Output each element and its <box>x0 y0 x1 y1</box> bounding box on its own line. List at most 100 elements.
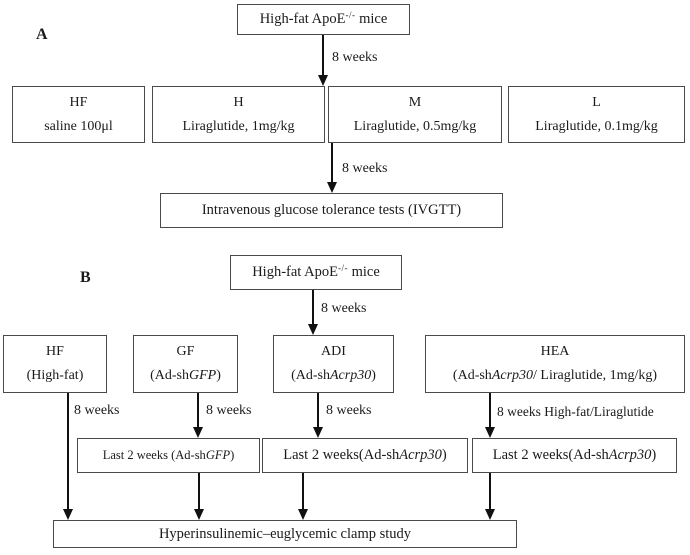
group-code: H <box>233 95 244 110</box>
text-part: (Ad-sh <box>150 368 189 384</box>
panel-b-outcome-box: Hyperinsulinemic–euglycemic clamp study <box>53 520 517 548</box>
group-treatment: saline 100μl <box>44 118 113 134</box>
duration-label-adi: 8 weeks <box>326 403 372 418</box>
duration-label-a2: 8 weeks <box>342 161 388 176</box>
panel-b-top-box: High-fat ApoE-/- mice <box>230 255 402 290</box>
arrow-head <box>318 75 328 86</box>
arrow-down-hea-branch <box>484 393 496 438</box>
group-box-gf: GF (Ad-shGFP) <box>133 335 238 393</box>
arrow-head <box>313 427 323 438</box>
text-part: Last 2 weeks(Ad-sh <box>492 447 609 464</box>
panel-b-top-box-text: High-fat ApoE-/- mice <box>252 263 380 281</box>
text-part: ) <box>371 368 376 384</box>
arrow-head <box>485 427 495 438</box>
group-treatment: Liraglutide, 0.1mg/kg <box>535 118 658 134</box>
group-treatment: Liraglutide, 1mg/kg <box>182 118 295 134</box>
group-box-hea: HEA (Ad-shAcrp30/ Liraglutide, 1mg/kg) <box>425 335 685 393</box>
group-box-adi: ADI (Ad-shAcrp30) <box>273 335 394 393</box>
group-treatment: (Ad-shGFP) <box>150 367 221 385</box>
mid-box-acrp30-1: Last 2 weeks(Ad-shAcrp30) <box>262 438 468 473</box>
text-part: mice <box>347 264 380 281</box>
arrow-down-gf-branch <box>192 393 204 438</box>
text-part: Last 2 weeks(Ad-sh <box>283 447 400 464</box>
duration-label-hf: 8 weeks <box>74 403 120 418</box>
gene-name: GFP <box>205 447 231 462</box>
duration-label-gf: 8 weeks <box>206 403 252 418</box>
group-box-hf-saline: HF saline 100μl <box>12 86 145 143</box>
gene-name: Acrp30 <box>399 447 442 464</box>
arrow-down-a1 <box>317 35 329 86</box>
text-part: ) <box>230 447 235 462</box>
group-treatment: Liraglutide, 0.5mg/kg <box>353 118 477 134</box>
group-treatment: (Ad-shAcrp30/ Liraglutide, 1mg/kg) <box>453 367 657 385</box>
group-code: HEA <box>540 344 570 360</box>
group-box-l-liraglutide: L Liraglutide, 0.1mg/kg <box>508 86 685 143</box>
group-treatment: (Ad-shAcrp30) <box>291 367 376 385</box>
text-part: ) <box>441 447 447 464</box>
arrow-down-mid-2 <box>297 473 309 520</box>
text-part: (Ad-sh <box>452 368 492 384</box>
mid-box-text: Last 2 weeks (Ad-shGFP) <box>103 448 235 464</box>
arrow-head <box>194 509 204 520</box>
mid-box-gfp: Last 2 weeks (Ad-shGFP) <box>77 438 260 473</box>
arrow-head <box>485 509 495 520</box>
group-box-h-liraglutide: H Liraglutide, 1mg/kg <box>152 86 325 143</box>
arrow-shaft <box>302 473 304 510</box>
mid-box-text: Last 2 weeks(Ad-shAcrp30) <box>283 446 447 464</box>
panel-a-outcome-box: Intravenous glucose tolerance tests (IVG… <box>160 193 503 228</box>
arrow-shaft <box>489 473 491 510</box>
duration-label-hea: 8 weeks High-fat/Liraglutide <box>497 404 654 419</box>
arrow-down-mid-3 <box>484 473 496 520</box>
arrow-shaft <box>312 290 314 325</box>
text-part: Last 2 weeks (Ad-sh <box>102 447 206 462</box>
group-code: HF <box>46 344 64 360</box>
arrow-shaft <box>322 35 324 76</box>
gene-name: Acrp30 <box>330 368 372 384</box>
arrow-down-hf-branch <box>62 393 74 520</box>
arrow-shaft <box>197 393 199 428</box>
arrow-shaft <box>198 473 200 510</box>
arrow-down-mid-1 <box>193 473 205 520</box>
arrow-shaft <box>67 393 69 510</box>
genotype-superscript: -/- <box>337 263 348 274</box>
group-code: HF <box>69 95 88 110</box>
text-part: mice <box>355 11 388 28</box>
arrow-head <box>63 509 73 520</box>
group-box-m-liraglutide: M Liraglutide, 0.5mg/kg <box>328 86 502 143</box>
panel-a-outcome-text: Intravenous glucose tolerance tests (IVG… <box>201 202 462 219</box>
arrow-head <box>193 427 203 438</box>
text-part: High-fat ApoE <box>252 264 338 281</box>
arrow-head <box>298 509 308 520</box>
gene-name: Acrp30 <box>608 447 652 464</box>
group-code: ADI <box>321 344 346 360</box>
panel-b-outcome-text: Hyperinsulinemic–euglycemic clamp study <box>158 525 412 542</box>
arrow-down-a2 <box>326 143 338 193</box>
mid-box-acrp30-2: Last 2 weeks(Ad-shAcrp30) <box>472 438 677 473</box>
duration-label-a1: 8 weeks <box>332 50 378 65</box>
arrow-down-b0 <box>307 290 319 335</box>
gene-name: GFP <box>189 368 217 384</box>
panel-a-label: A <box>36 26 48 43</box>
gene-name: Acrp30 <box>491 368 534 384</box>
panel-a-top-box-text: High-fat ApoE-/- mice <box>260 10 388 28</box>
arrow-head <box>327 182 337 193</box>
arrow-shaft <box>331 143 333 183</box>
arrow-shaft <box>317 393 319 428</box>
arrow-shaft <box>489 393 491 428</box>
text-part: High-fat ApoE <box>259 11 346 28</box>
group-code: GF <box>176 344 195 360</box>
text-part: (Ad-sh <box>291 368 330 384</box>
text-part: ) <box>651 447 657 464</box>
group-box-hf-highfat: HF (High-fat) <box>3 335 107 393</box>
group-code: L <box>592 95 601 110</box>
text-part: (High-fat) <box>26 368 84 384</box>
arrow-down-adi-branch <box>312 393 324 438</box>
group-code: M <box>408 95 422 110</box>
group-treatment: (High-fat) <box>27 367 84 385</box>
panel-b-label: B <box>80 269 91 286</box>
panel-a-top-box: High-fat ApoE-/- mice <box>237 4 410 35</box>
genotype-superscript: -/- <box>345 10 356 21</box>
text-part: / Liraglutide, 1mg/kg) <box>533 368 658 384</box>
arrow-head <box>308 324 318 335</box>
